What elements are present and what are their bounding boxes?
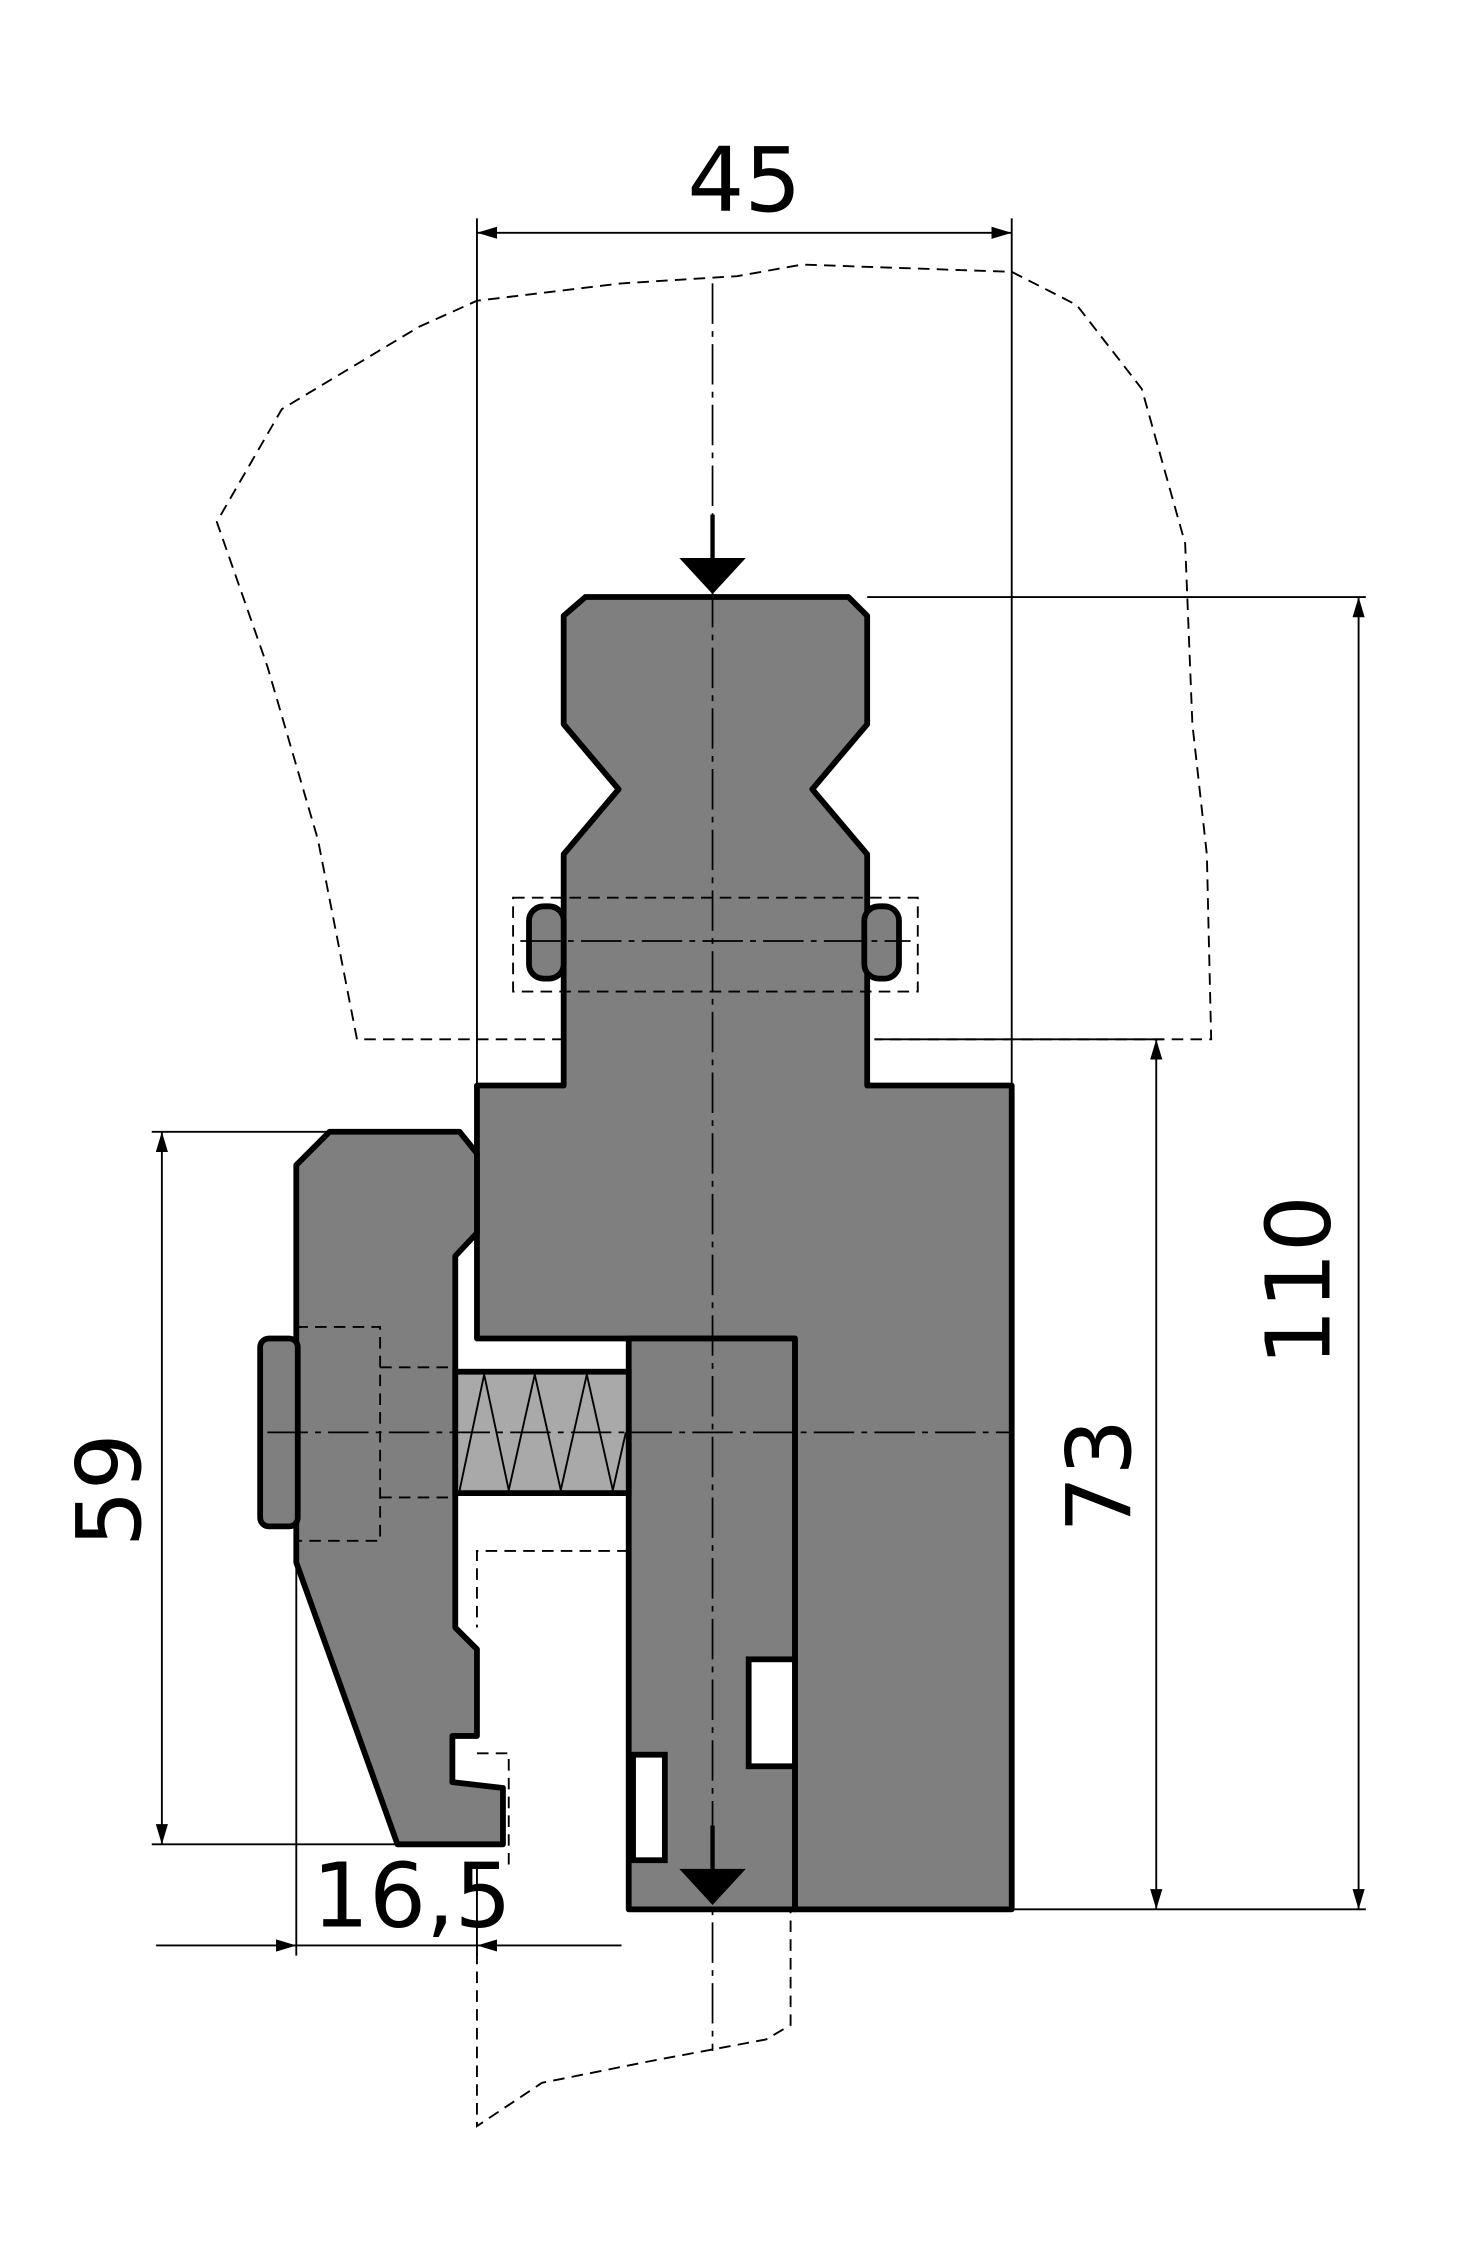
dim-label-110: 110 — [1248, 1195, 1352, 1366]
pin-right-end — [861, 903, 902, 982]
clamp-jaw — [293, 1128, 506, 1848]
dim-label-73: 73 — [1048, 1419, 1152, 1533]
pin-hidden-outline — [512, 896, 919, 993]
clamp-hidden-notch — [476, 1752, 510, 1866]
slot-left — [630, 1751, 668, 1864]
clamp-hidden-edge — [476, 1549, 629, 1628]
extension-lines — [151, 218, 1366, 1956]
force-arrow-top-icon — [679, 514, 746, 595]
workpiece-upper-outline — [215, 263, 1213, 1041]
bolt-head-hidden — [295, 1325, 382, 1542]
pin-left-end — [526, 903, 567, 982]
dim-label-16-5: 16,5 — [312, 1845, 512, 1949]
slot-right — [745, 1656, 798, 1770]
workpiece-lower-outline — [476, 1909, 792, 2128]
dim-label-45: 45 — [687, 129, 801, 233]
force-arrow-bottom-icon — [679, 1825, 746, 1906]
dim-label-59: 59 — [58, 1433, 162, 1547]
